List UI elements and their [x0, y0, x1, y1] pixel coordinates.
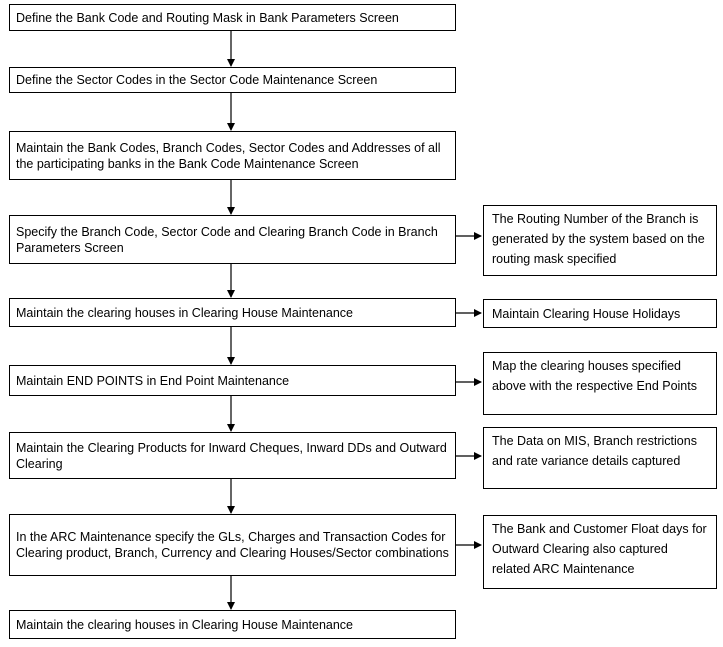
note-map-end-points: Map the clearing houses specified above … — [483, 352, 717, 415]
step-1-text: Define the Bank Code and Routing Mask in… — [16, 10, 399, 25]
step-3-text: Maintain the Bank Codes, Branch Codes, S… — [16, 140, 441, 171]
step-8-text: In the ARC Maintenance specify the GLs, … — [16, 530, 449, 560]
note-float-days: The Bank and Customer Float days for Out… — [483, 515, 717, 589]
step-9-clearing-house-maintenance: Maintain the clearing houses in Clearing… — [9, 610, 456, 639]
step-9-text: Maintain the clearing houses in Clearing… — [16, 617, 354, 632]
step-3-bank-code-maintenance: Maintain the Bank Codes, Branch Codes, S… — [9, 131, 456, 180]
step-4-text: Specify the Branch Code, Sector Code and… — [16, 224, 438, 255]
step-6-end-point-maintenance: Maintain END POINTS in End Point Mainten… — [9, 365, 456, 396]
step-7-text: Maintain the Clearing Products for Inwar… — [16, 440, 447, 471]
step-7-clearing-products: Maintain the Clearing Products for Inwar… — [9, 432, 456, 479]
step-8-arc-maintenance: In the ARC Maintenance specify the GLs, … — [9, 514, 456, 576]
note-map-end-points-text: Map the clearing houses specified above … — [492, 359, 697, 393]
note-routing-number: The Routing Number of the Branch is gene… — [483, 205, 717, 276]
step-4-branch-parameters: Specify the Branch Code, Sector Code and… — [9, 215, 456, 264]
step-2-text: Define the Sector Codes in the Sector Co… — [16, 73, 378, 87]
step-5-text: Maintain the clearing houses in Clearing… — [16, 305, 354, 320]
step-2-sector-codes: Define the Sector Codes in the Sector Co… — [9, 67, 456, 93]
note-mis-data-text: The Data on MIS, Branch restrictions and… — [492, 434, 697, 468]
note-float-days-text: The Bank and Customer Float days for Out… — [492, 522, 707, 576]
note-clearing-house-holidays: Maintain Clearing House Holidays — [483, 299, 717, 328]
note-routing-number-text: The Routing Number of the Branch is gene… — [492, 212, 705, 266]
note-clearing-house-holidays-text: Maintain Clearing House Holidays — [492, 306, 681, 321]
note-mis-data: The Data on MIS, Branch restrictions and… — [483, 427, 717, 489]
step-5-clearing-house-maintenance: Maintain the clearing houses in Clearing… — [9, 298, 456, 327]
step-6-text: Maintain END POINTS in End Point Mainten… — [16, 373, 290, 388]
step-1-bank-parameters: Define the Bank Code and Routing Mask in… — [9, 4, 456, 31]
